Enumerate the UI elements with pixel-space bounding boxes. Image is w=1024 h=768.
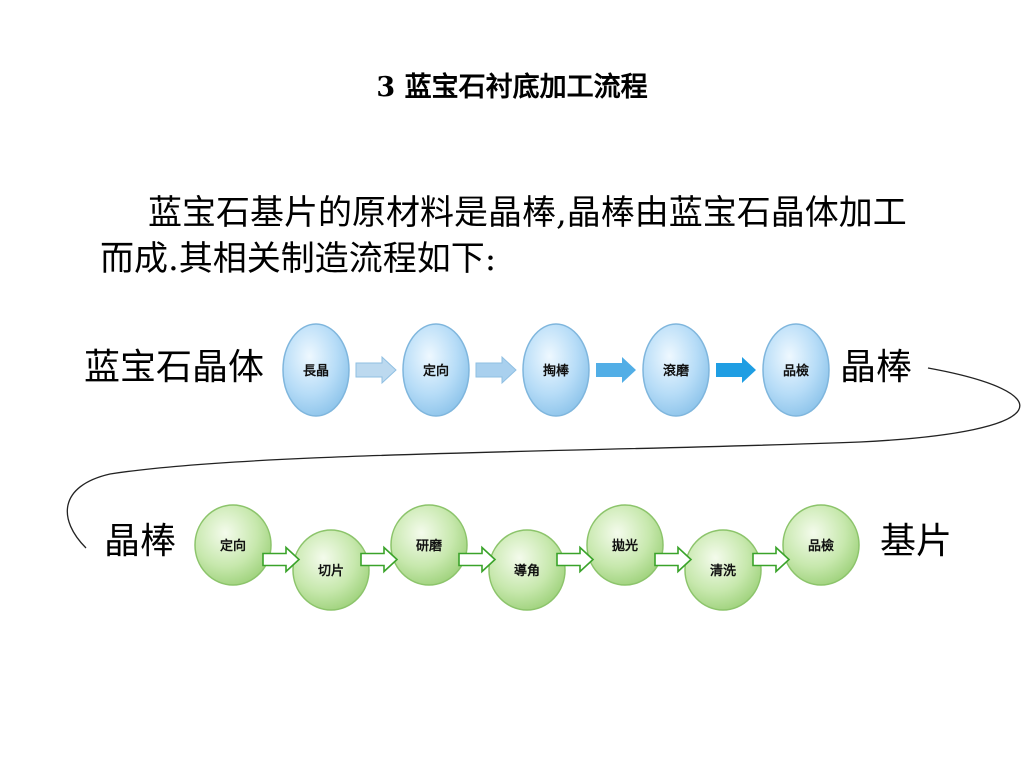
row1-step-ellipse (522, 323, 590, 417)
row2-step-ellipse (292, 529, 370, 611)
row1-arrow-3 (596, 357, 636, 383)
row2-step-ellipse (586, 504, 664, 586)
row2-step-4: 導角 (488, 529, 566, 611)
row1-step-ellipse (762, 323, 830, 417)
row1-step-3: 掏棒 (522, 323, 590, 417)
row2-step-ellipse (390, 504, 468, 586)
row2-arrows (262, 545, 791, 574)
row2-step-label: 導角 (514, 563, 540, 579)
intro-paragraph: 蓝宝石基片的原材料是晶棒,晶棒由蓝宝石晶体加工而成.其相关制造流程如下: (100, 193, 907, 279)
row1-step-label: 滾磨 (663, 363, 689, 379)
row2-step-label: 研磨 (416, 538, 442, 554)
row2-arrow-4 (556, 545, 595, 574)
row2-step-ellipse (488, 529, 566, 611)
row1-end-label: 晶棒 (840, 347, 913, 388)
row2-step-ellipse (782, 504, 860, 586)
row1-step-ellipse (282, 323, 350, 417)
row1-arrow-1 (355, 355, 397, 385)
row2-end-label: 基片 (880, 521, 953, 562)
page-title: 3 蓝宝石衬底加工流程 (376, 72, 648, 103)
row2-step-ellipse (194, 504, 272, 586)
row2-step-7: 品檢 (782, 504, 860, 586)
row1-step-ellipse (402, 323, 470, 417)
row1-step-label: 掏棒 (543, 363, 570, 379)
row2-arrow-5 (654, 545, 693, 574)
row2-step-5: 拋光 (586, 504, 664, 586)
row2-arrow-1 (262, 545, 301, 574)
row1-step-4: 滾磨 (642, 323, 710, 417)
row1-step-1: 長晶 (282, 323, 350, 417)
row2-step-label: 清洗 (710, 563, 736, 579)
row1-arrow-4 (716, 357, 756, 383)
row1-arrow-2 (475, 355, 517, 385)
row2-arrow-2 (360, 545, 399, 574)
row1-nodes: 長晶 定向 掏棒 滾磨 品檢 (282, 323, 830, 417)
row1-step-5: 品檢 (762, 323, 830, 417)
row2-arrow-6 (752, 545, 791, 574)
row2-step-label: 定向 (219, 538, 246, 554)
row2-arrow-3 (458, 545, 497, 574)
row2-step-label: 品檢 (808, 538, 834, 554)
row2-step-6: 清洗 (684, 529, 762, 611)
row1-step-label: 品檢 (783, 363, 809, 379)
row2-step-1: 定向 (194, 504, 272, 586)
row2-step-ellipse (684, 529, 762, 611)
row1-arrows (355, 355, 756, 385)
connector-curve (66, 367, 1021, 549)
row2-step-3: 研磨 (390, 504, 468, 586)
row1-step-2: 定向 (402, 323, 470, 417)
row2-step-label: 拋光 (612, 538, 638, 554)
row2-step-label: 切片 (318, 563, 344, 579)
row1-start-label: 蓝宝石晶体 (84, 347, 265, 388)
row1-step-label: 長晶 (303, 364, 329, 379)
row2-step-2: 切片 (292, 529, 370, 611)
row2-start-label: 晶棒 (104, 521, 177, 562)
row1-step-label: 定向 (422, 363, 449, 379)
row1-step-ellipse (642, 323, 710, 417)
